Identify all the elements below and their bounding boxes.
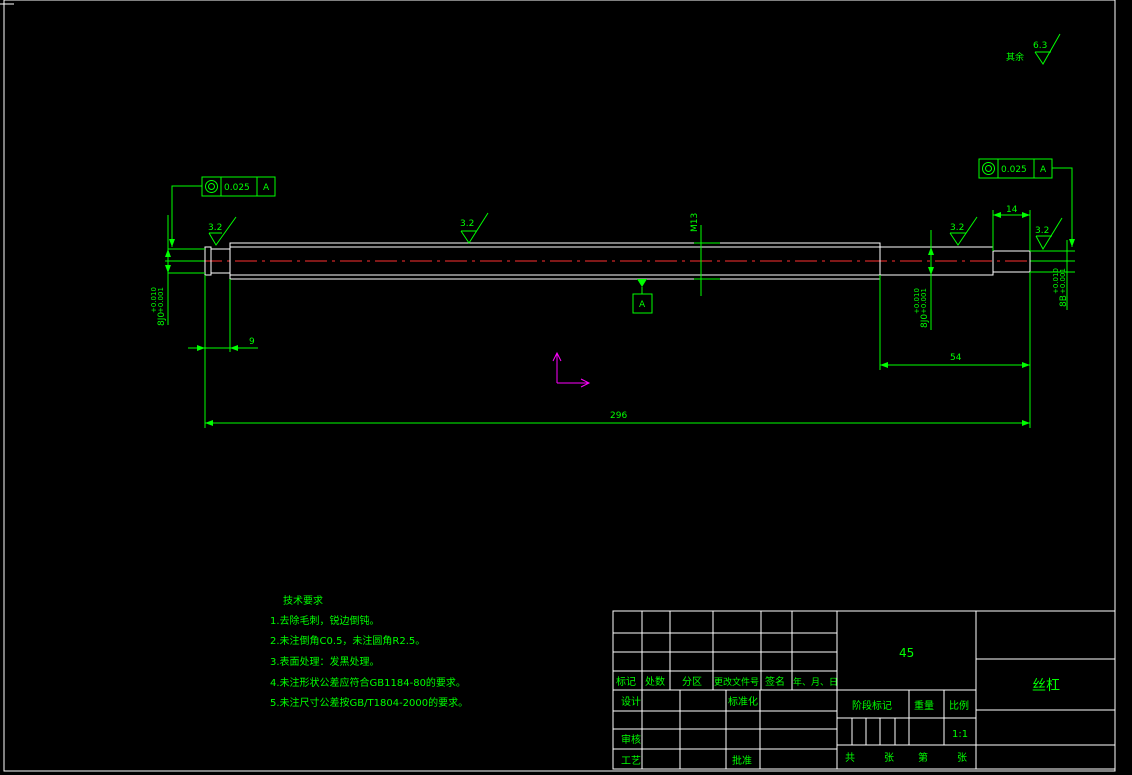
svg-text:8J0: 8J0 xyxy=(920,314,930,328)
total-length-dim: 296 xyxy=(205,411,1030,426)
left-tolerance-frame: 0.025 A xyxy=(169,176,276,247)
right-tolerance-datum: A xyxy=(1040,165,1047,175)
tech-item: 3.表面处理：发黑处理。 xyxy=(270,655,380,668)
svg-text:年、月、日: 年、月、日 xyxy=(793,676,838,688)
svg-text:3.2: 3.2 xyxy=(950,223,964,233)
svg-text:296: 296 xyxy=(610,411,627,421)
title-block: 标记 处数 分区 更改文件号 签名 年、月、日 设计 标准化 审核 工艺 批准 … xyxy=(612,610,1116,770)
svg-text:3.2: 3.2 xyxy=(1035,226,1049,236)
svg-text:1:1: 1:1 xyxy=(952,729,968,740)
svg-text:张: 张 xyxy=(957,752,967,764)
ucs-icon xyxy=(552,351,591,388)
svg-text:第: 第 xyxy=(918,751,928,764)
datum-a: A xyxy=(632,279,653,314)
svg-text:批准: 批准 xyxy=(732,754,752,767)
tech-item: 4.未注形状公差应符合GB1184-80的要求。 xyxy=(270,676,466,689)
svg-text:14: 14 xyxy=(1006,205,1018,215)
svg-text:更改文件号: 更改文件号 xyxy=(714,676,759,688)
svg-text:8B: 8B xyxy=(1059,295,1069,307)
svg-text:张: 张 xyxy=(884,752,894,764)
svg-text:+0.001: +0.001 xyxy=(157,287,165,313)
tech-item: 5.未注尺寸公差按GB/T1804-2000的要求。 xyxy=(270,696,468,709)
roughness-left: 3.2 xyxy=(208,216,237,246)
tech-requirements: 技术要求 1.去除毛刺，锐边倒钝。 2.未注倒角C0.5，未注圆角R2.5。 3… xyxy=(270,594,468,709)
svg-text:比例: 比例 xyxy=(949,699,969,712)
svg-text:设计: 设计 xyxy=(621,695,641,708)
thread-dimension: M13 xyxy=(690,213,720,296)
left-length-dim: 9 xyxy=(188,275,258,428)
right-length-dim: 54 xyxy=(879,272,1031,428)
left-tolerance-datum: A xyxy=(263,183,270,193)
svg-text:标记: 标记 xyxy=(616,676,636,688)
right-tolerance-frame: 0.025 A xyxy=(978,158,1075,247)
svg-text:M13: M13 xyxy=(690,213,700,232)
material: 45 xyxy=(899,646,914,660)
svg-text:+0.010: +0.010 xyxy=(150,287,158,313)
roughness-right-shoulder: 3.2 xyxy=(949,216,978,246)
drawing-frame xyxy=(3,0,1116,772)
svg-text:审核: 审核 xyxy=(621,733,641,746)
left-diameter-dim: 8J0 +0.010 +0.001 xyxy=(150,215,205,326)
right-tolerance-value: 0.025 xyxy=(1001,165,1027,175)
svg-text:共: 共 xyxy=(845,752,855,764)
svg-text:工艺: 工艺 xyxy=(621,755,641,767)
right-end xyxy=(992,250,1031,273)
shaft-outline xyxy=(204,242,1031,280)
svg-text:重量: 重量 xyxy=(914,699,934,712)
tech-requirements-title: 技术要求 xyxy=(283,594,323,607)
left-tolerance-value: 0.025 xyxy=(224,183,250,193)
svg-text:3.2: 3.2 xyxy=(460,219,474,229)
tech-item: 1.去除毛刺，锐边倒钝。 xyxy=(270,614,380,627)
runout-icon xyxy=(982,162,995,175)
svg-text:54: 54 xyxy=(950,353,962,363)
tech-item: 2.未注倒角C0.5，未注圆角R2.5。 xyxy=(270,634,425,647)
svg-text:+0.001: +0.001 xyxy=(1059,268,1067,294)
svg-text:A: A xyxy=(639,300,646,310)
end-diameter-dim: 8B +0.010 +0.001 xyxy=(1030,240,1075,310)
part-name: 丝杠 xyxy=(1032,678,1060,694)
svg-text:阶段标记: 阶段标记 xyxy=(852,699,892,712)
roughness-body: 3.2 xyxy=(460,212,489,244)
roughness-right-end: 3.2 xyxy=(1035,217,1063,251)
svg-text:8J0: 8J0 xyxy=(157,312,167,326)
right-step-dim: 14 xyxy=(992,205,1031,251)
runout-icon xyxy=(205,180,218,193)
general-roughness-value: 6.3 xyxy=(1033,41,1047,51)
svg-text:3.2: 3.2 xyxy=(208,223,222,233)
svg-text:9: 9 xyxy=(249,337,255,347)
svg-text:签名: 签名 xyxy=(765,675,785,688)
general-roughness-note: 其余 xyxy=(1006,51,1024,63)
svg-text:处数: 处数 xyxy=(645,675,665,688)
right-diameter-dim: 8J0 +0.010 +0.001 xyxy=(913,230,934,330)
svg-text:分区: 分区 xyxy=(682,676,702,688)
svg-text:+0.010: +0.010 xyxy=(913,288,921,314)
general-roughness-mark: 其余 6.3 xyxy=(1006,33,1061,65)
svg-text:+0.001: +0.001 xyxy=(920,288,928,314)
svg-text:+0.010: +0.010 xyxy=(1052,268,1060,294)
svg-text:标准化: 标准化 xyxy=(728,695,758,708)
